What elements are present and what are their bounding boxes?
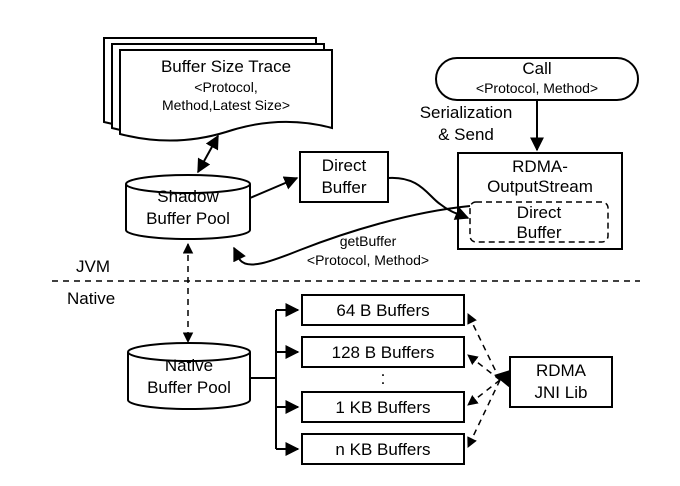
inner-direct-line-2: Buffer bbox=[516, 223, 561, 242]
inner-direct-buffer bbox=[469, 201, 609, 243]
buffer-nkb-label: n KB Buffers bbox=[335, 440, 430, 459]
direct-to-inner-curve bbox=[387, 176, 470, 220]
buffer-size-trace-document: Buffer Size Trace <Protocol, Method,Late… bbox=[103, 37, 333, 142]
call-subtitle: <Protocol, Method> bbox=[476, 80, 598, 96]
jni-to-buffers-dashed-arrows bbox=[467, 313, 510, 448]
buffer-128b-label: 128 B Buffers bbox=[332, 343, 435, 362]
trace-line-1: <Protocol, bbox=[194, 79, 257, 95]
buffer-ellipsis-dot-1: . bbox=[381, 361, 386, 380]
direct-buffer-line-2: Buffer bbox=[321, 178, 366, 197]
rdma-jni-line-2: JNI Lib bbox=[535, 383, 588, 402]
buffer-nkb: n KB Buffers bbox=[301, 433, 465, 465]
trace-title: Buffer Size Trace bbox=[161, 57, 291, 76]
native-pool-line-1: Native bbox=[165, 356, 213, 375]
rdma-output-line-2: OutputStream bbox=[487, 177, 593, 196]
inner-direct-line-1: Direct bbox=[517, 203, 562, 222]
getbuffer-label-line-1: getBuffer bbox=[340, 233, 397, 249]
shadow-buffer-pool-cylinder: Shadow Buffer Pool bbox=[125, 174, 251, 240]
buffer-1kb: 1 KB Buffers bbox=[301, 391, 465, 423]
native-label: Native bbox=[67, 289, 115, 308]
trace-shadow-arrow bbox=[197, 134, 219, 174]
rdma-jni-line-1: RDMA bbox=[536, 361, 587, 380]
buffer-64b: 64 B Buffers bbox=[301, 294, 465, 326]
direct-buffer-line-1: Direct bbox=[322, 156, 367, 175]
call-node: Call <Protocol, Method> bbox=[435, 57, 639, 101]
rdma-jni-lib-box: RDMA JNI Lib bbox=[509, 356, 613, 408]
buffer-128b: 128 B Buffers bbox=[301, 336, 465, 368]
buffer-ellipsis-dot-2: . bbox=[381, 369, 386, 388]
native-pool-fanout bbox=[250, 303, 300, 456]
rdma-outputstream-box: RDMA- OutputStream Direct Buffer bbox=[457, 152, 623, 250]
jvm-label: JVM bbox=[76, 257, 110, 276]
shadow-to-direct-arrow bbox=[249, 176, 299, 199]
call-title: Call bbox=[522, 59, 551, 78]
serialization-label-line-1: Serialization bbox=[420, 103, 513, 122]
shadow-pool-line-1: Shadow bbox=[157, 187, 219, 206]
native-pool-line-2: Buffer Pool bbox=[147, 378, 231, 397]
buffer-64b-label: 64 B Buffers bbox=[336, 301, 429, 320]
buffer-1kb-label: 1 KB Buffers bbox=[335, 398, 430, 417]
rdma-output-line-1: RDMA- bbox=[512, 157, 568, 176]
shadow-pool-line-2: Buffer Pool bbox=[146, 209, 230, 228]
direct-buffer-box: Direct Buffer bbox=[299, 151, 389, 203]
trace-line-2: Method,Latest Size> bbox=[162, 97, 290, 113]
getbuffer-label-line-2: <Protocol, Method> bbox=[307, 252, 429, 268]
native-buffer-pool-cylinder: Native Buffer Pool bbox=[127, 342, 251, 410]
getbuffer-return-curve bbox=[233, 205, 471, 266]
serialization-label-line-2: & Send bbox=[438, 125, 494, 144]
